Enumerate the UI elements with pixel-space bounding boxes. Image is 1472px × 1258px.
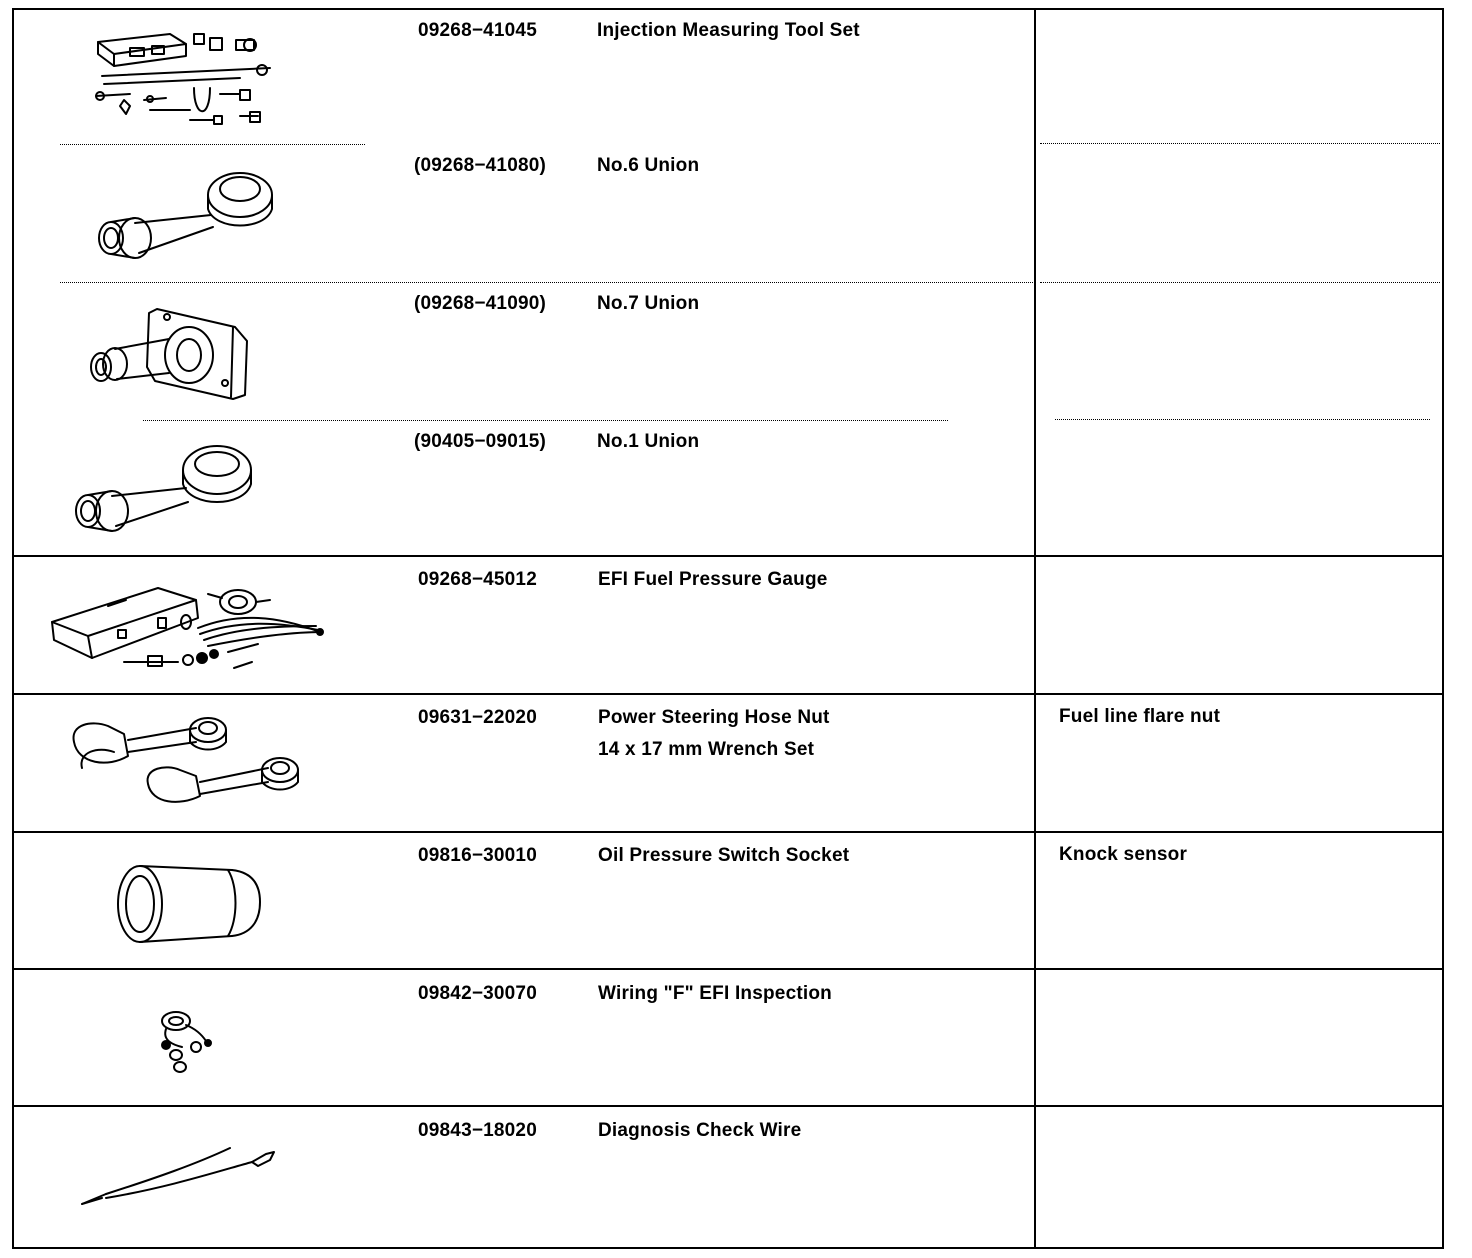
dotted-separator: [1040, 282, 1440, 283]
part-number: (09268−41090): [414, 293, 547, 314]
injection-tool-set-icon: [90, 28, 290, 128]
row-separator: [12, 968, 1444, 970]
row-separator: [12, 1105, 1444, 1107]
dotted-separator: [60, 144, 365, 145]
part-number: (90405−09015): [414, 431, 547, 452]
part-number: 09268−41045: [418, 20, 537, 41]
union-fitting-icon: [95, 165, 285, 260]
row-separator: [12, 693, 1444, 695]
tool-name: Oil Pressure Switch Socket: [598, 845, 850, 866]
dotted-separator: [1055, 419, 1430, 420]
part-number: 09842−30070: [418, 983, 537, 1004]
tool-name: Injection Measuring Tool Set: [597, 20, 860, 41]
part-number: 09631−22020: [418, 707, 537, 728]
wrench-set-icon: [68, 712, 303, 812]
tool-name-line-2: 14 x 17 mm Wrench Set: [598, 739, 815, 760]
dotted-separator: [143, 420, 948, 421]
dotted-separator: [1040, 143, 1440, 144]
flanged-union-icon: [85, 303, 255, 403]
tool-name: Power Steering Hose Nut: [598, 707, 830, 728]
row-separator: [12, 555, 1444, 557]
column-divider: [1034, 8, 1036, 1249]
part-number: (09268−41080): [414, 155, 547, 176]
tool-name: No.7 Union: [597, 293, 700, 314]
tool-name: Wiring "F" EFI Inspection: [598, 983, 832, 1004]
row-separator: [12, 831, 1444, 833]
tool-name: No.6 Union: [597, 155, 700, 176]
usage-note: Knock sensor: [1059, 844, 1188, 865]
tool-name: EFI Fuel Pressure Gauge: [598, 569, 828, 590]
socket-icon: [110, 862, 270, 947]
union-fitting-icon: [72, 440, 262, 535]
check-wire-icon: [76, 1142, 281, 1212]
tool-table: [12, 8, 1444, 1249]
dotted-separator: [60, 282, 1035, 283]
wiring-harness-icon: [156, 1005, 218, 1075]
tool-name: No.1 Union: [597, 431, 700, 452]
tool-name: Diagnosis Check Wire: [598, 1120, 802, 1141]
usage-note: Fuel line flare nut: [1059, 706, 1221, 727]
part-number: 09843−18020: [418, 1120, 537, 1141]
part-number: 09268−45012: [418, 569, 537, 590]
pressure-gauge-kit-icon: [48, 582, 328, 677]
part-number: 09816−30010: [418, 845, 537, 866]
